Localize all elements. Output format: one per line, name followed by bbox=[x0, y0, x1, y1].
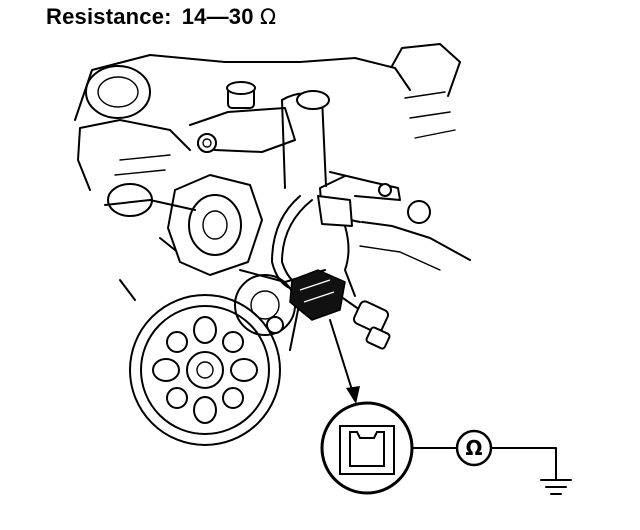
test-lead-right bbox=[490, 447, 557, 481]
ohmmeter-symbol: Ω bbox=[465, 436, 482, 460]
ohm-unit: Ω bbox=[259, 5, 277, 29]
engine-illustration bbox=[74, 43, 471, 351]
crankshaft-pulley-icon bbox=[129, 294, 281, 446]
resistance-label: Resistance: bbox=[46, 4, 172, 29]
ohmmeter-icon: Ω bbox=[455, 429, 493, 467]
wire-connector-icon bbox=[271, 195, 391, 404]
ground-icon bbox=[540, 479, 572, 495]
connector-face-icon bbox=[320, 401, 414, 495]
resistance-spec: Resistance: 14—30 Ω bbox=[46, 4, 276, 30]
resistance-value: 14—30 bbox=[181, 4, 254, 29]
